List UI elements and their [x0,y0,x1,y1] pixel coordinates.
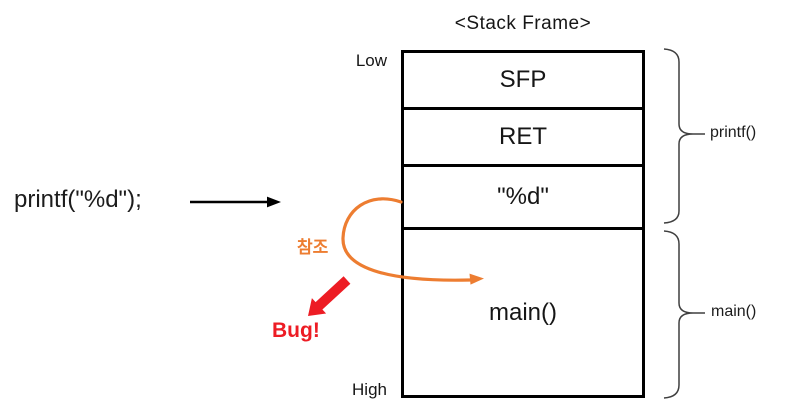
stack-cell-sfp: SFP [404,53,642,110]
printf-frame-label: printf() [710,124,757,141]
stack-frame-box: SFP RET "%d" main() [401,50,645,398]
main-frame-label: main() [711,303,757,320]
high-address-label: High [352,380,387,399]
main-frame-brace [663,230,705,399]
low-address-label: Low [355,51,387,70]
diagram-title: <Stack Frame> [454,13,592,34]
code-statement: printf("%d"); [14,186,142,213]
bug-arrow-icon [308,276,351,316]
stack-cell-ret: RET [404,110,642,167]
printf-frame-brace [663,48,705,224]
reference-annotation: 참조 [297,238,329,257]
flow-arrow-icon [190,196,281,208]
bug-annotation: Bug! [272,319,320,342]
stack-cell-format-string: "%d" [404,167,642,230]
stack-cell-main: main() [488,298,557,326]
